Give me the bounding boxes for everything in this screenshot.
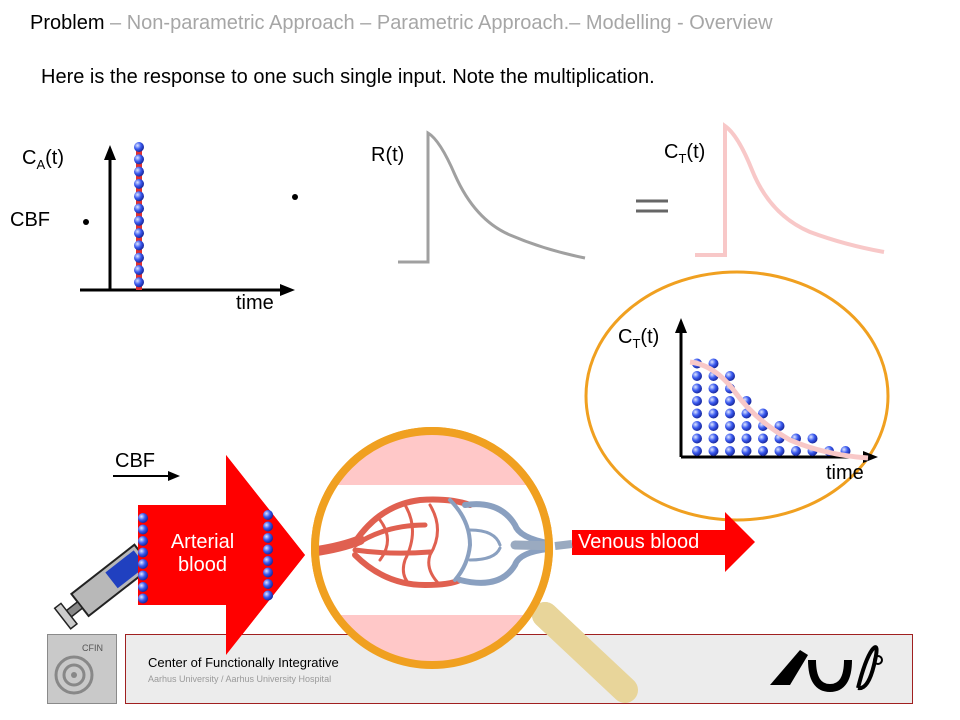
cfin-logo-text: CFIN <box>82 643 103 653</box>
blue-bead <box>138 513 148 523</box>
title-active: Problem <box>30 12 105 34</box>
blue-bead <box>263 590 273 601</box>
ca-beads <box>134 142 144 288</box>
ct-curve <box>695 122 885 257</box>
arterial-label: Arterial blood <box>170 531 235 576</box>
blue-bead <box>708 421 719 431</box>
blue-bead <box>138 593 148 604</box>
blue-bead <box>791 446 801 456</box>
blue-bead <box>692 421 702 431</box>
blue-bead <box>741 433 752 444</box>
flow-cbf-label: CBF <box>115 450 155 472</box>
ca-graph <box>80 142 298 296</box>
multiply-dot <box>292 194 298 200</box>
blue-bead <box>138 524 148 535</box>
blue-bead <box>263 579 273 589</box>
blue-bead <box>725 371 735 381</box>
blue-bead <box>725 433 735 444</box>
blue-bead <box>774 421 785 431</box>
blue-bead <box>134 252 144 263</box>
blue-bead <box>692 371 702 381</box>
blue-bead <box>692 383 702 394</box>
blue-bead <box>741 421 752 431</box>
ca-y-arrowhead <box>104 145 116 160</box>
blue-bead <box>692 433 702 444</box>
blue-bead <box>134 203 144 214</box>
footer-subtitle: Aarhus University / Aarhus University Ho… <box>148 674 332 684</box>
subtitle: Here is the response to one such single … <box>41 66 655 88</box>
blue-bead <box>138 582 148 592</box>
blue-bead <box>692 408 702 419</box>
title-rest: – Non-parametric Approach – Parametric A… <box>104 12 773 34</box>
blue-bead <box>708 383 719 394</box>
blue-bead <box>725 396 735 406</box>
venous-label: Venous blood <box>578 531 700 553</box>
blue-bead <box>134 166 144 177</box>
blue-bead <box>725 408 735 419</box>
blue-bead <box>134 228 144 239</box>
r-curve <box>398 130 586 264</box>
ca-x-arrowhead <box>280 284 295 296</box>
zoom-ct-curve <box>689 359 869 461</box>
syringe-icon <box>53 536 168 630</box>
blue-bead <box>708 433 719 444</box>
blue-bead <box>692 396 702 406</box>
cbf-arrowhead <box>168 471 180 481</box>
blue-bead <box>134 191 144 202</box>
blue-bead <box>134 154 144 165</box>
blue-bead <box>134 277 144 288</box>
blue-bead <box>263 521 273 532</box>
ca-label: CA(t) <box>22 147 65 172</box>
footer-title: Center of Functionally Integrative <box>148 655 339 670</box>
venous-arrow <box>572 512 755 572</box>
blue-bead <box>134 215 144 226</box>
blue-bead <box>263 544 273 555</box>
blue-bead <box>758 408 768 419</box>
cfin-logo: CFIN <box>47 634 117 704</box>
blue-bead <box>263 510 273 520</box>
blue-bead <box>708 446 719 456</box>
blue-bead <box>134 265 144 275</box>
r-label: R(t) <box>371 144 405 166</box>
blue-bead <box>741 446 752 456</box>
zoom-ct-label: CT(t) <box>618 326 660 351</box>
blue-bead <box>263 567 273 578</box>
blue-bead <box>263 533 273 543</box>
time-label: time <box>236 292 274 314</box>
ct-label: CT(t) <box>664 141 706 166</box>
cbf-dot <box>83 219 89 225</box>
blue-bead <box>263 556 273 566</box>
blue-bead <box>807 433 818 444</box>
blue-bead <box>708 408 719 419</box>
cbf-label: CBF <box>10 209 50 231</box>
vein-out <box>554 540 573 550</box>
blue-bead <box>692 446 702 456</box>
blue-bead <box>134 178 144 189</box>
blue-bead <box>774 446 785 456</box>
blue-bead <box>134 240 144 251</box>
zoom-y-arrowhead <box>675 318 687 333</box>
title-bar: Problem – Non-parametric Approach – Para… <box>30 12 773 35</box>
blue-bead <box>708 358 719 369</box>
blue-bead <box>758 446 768 456</box>
lens-pink-top <box>315 431 549 485</box>
blue-bead <box>708 396 719 406</box>
blue-bead <box>758 433 768 444</box>
blue-bead <box>134 142 144 152</box>
zoom-time-label: time <box>826 462 864 484</box>
blue-bead <box>725 421 735 431</box>
blue-bead <box>725 446 735 456</box>
